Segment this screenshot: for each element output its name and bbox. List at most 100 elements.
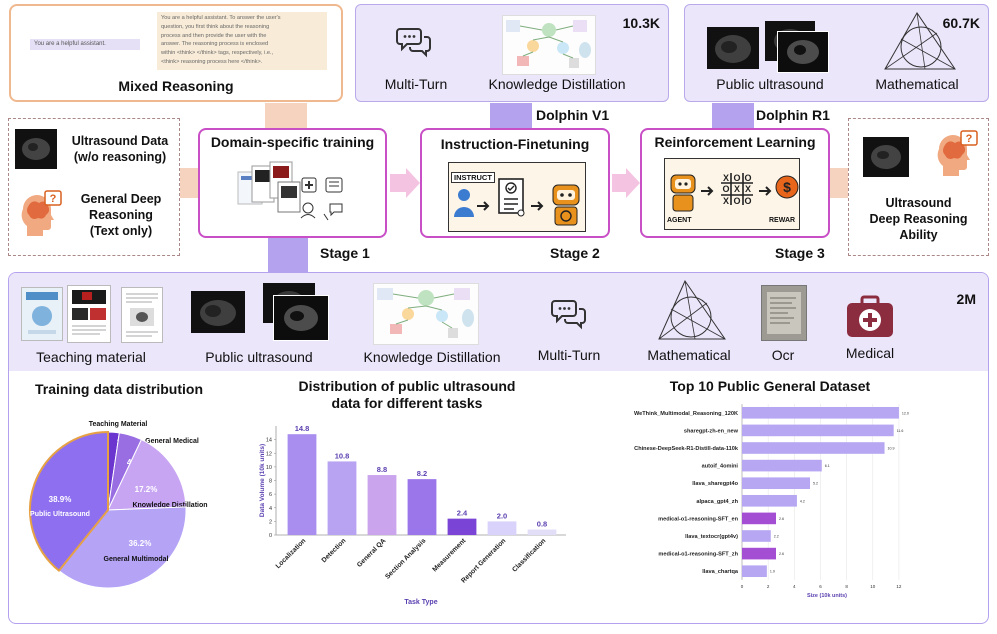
- ultrasound-image: [863, 137, 909, 177]
- robot-icon: [670, 174, 696, 212]
- geometry-figure-image: [658, 279, 726, 340]
- arrow-icon: [477, 201, 490, 211]
- hbar-value-label: 6.1: [825, 464, 830, 468]
- svg-text:X: X: [734, 184, 740, 194]
- v1-sources-box: 10.3K Multi-Turn Knowledge Distillation: [355, 4, 669, 102]
- model-label-v1: Dolphin V1: [536, 107, 610, 123]
- bar-category-label: Localization: [275, 537, 308, 570]
- y-tick-label: 8: [269, 479, 272, 485]
- x-tick-label: 10: [870, 584, 876, 589]
- peach-connector-top: [265, 103, 307, 130]
- svg-text:X: X: [723, 173, 729, 183]
- bar: [487, 521, 517, 535]
- hbar-value-label: 4.2: [800, 499, 805, 503]
- teaching-material-image: [67, 285, 111, 343]
- bar: [527, 529, 557, 535]
- bar-value-label: 2.0: [497, 511, 507, 520]
- pie-pct-label: 36.2%: [129, 539, 152, 548]
- pie-name-label: General Medical: [145, 438, 199, 445]
- v1-item-knowledge-distillation: Knowledge Distillation: [488, 76, 626, 92]
- inputs-box: Ultrasound Data (w/o reasoning) ? Genera…: [8, 118, 180, 256]
- prompt-line: You are a helpful assistant. To answer t…: [161, 15, 281, 21]
- brain-question-icon: ?: [937, 130, 978, 176]
- hbar-value-label: 11.6: [897, 429, 904, 433]
- pie-name-label: General Multimodal: [104, 556, 169, 563]
- pie-chart: 2.3%Teaching Material4.7%General Medical…: [29, 421, 208, 589]
- knowledge-distillation-image: [373, 283, 479, 345]
- prompt-line: question, you first think about the reas…: [161, 23, 270, 30]
- svg-text:O: O: [733, 196, 740, 206]
- bar: [287, 434, 317, 535]
- arrow-icon: [531, 201, 544, 211]
- bar-category-label: Measurement: [431, 537, 467, 573]
- agent-label: AGENT: [667, 217, 692, 224]
- purple-connector-v1: [490, 103, 532, 130]
- bar: [407, 479, 437, 535]
- r1-item-public-ultrasound: Public ultrasound: [716, 76, 824, 92]
- pool-item-multi-turn: Multi-Turn: [537, 347, 601, 363]
- svg-text:X: X: [723, 196, 729, 206]
- ultrasound-image: [707, 27, 759, 69]
- hbar-category-label: llava_chartqa: [702, 569, 739, 575]
- bar-value-label: 8.8: [377, 465, 387, 474]
- v1-sources-count: 10.3K: [622, 15, 660, 31]
- short-prompt-bubble: You are a helpful assistant.: [30, 39, 140, 50]
- pie-name-label: Knowledge Distillation: [132, 502, 207, 509]
- ultrasound-image: [273, 295, 329, 341]
- y-tick-label: 14: [266, 438, 272, 444]
- r1-sources-count: 60.7K: [942, 15, 980, 31]
- pool-item-medical: Medical: [845, 345, 895, 361]
- rl-panel: AGENT X O O O X X X O O $ REWAR: [664, 158, 800, 230]
- instruct-panel: INSTRUCT: [448, 162, 586, 232]
- input-general-line: Reasoning: [89, 208, 153, 222]
- knowledge-distillation-image: [502, 15, 596, 75]
- stage-1-box: Domain-specific training: [198, 128, 387, 238]
- input-general-label: General Deep Reasoning (Text only): [65, 191, 177, 239]
- stage-3-label: Stage 3: [775, 245, 825, 261]
- pie-pct-label: 17.2%: [135, 485, 158, 494]
- hbar-value-label: 5.2: [813, 482, 818, 486]
- x-tick-label: 0: [741, 584, 744, 589]
- hbar: [742, 459, 822, 472]
- bar: [447, 518, 477, 535]
- hbar-category-label: medical-o1-reasoning-SFT_en: [658, 516, 738, 522]
- pie-name-label: Teaching Material: [89, 421, 148, 428]
- robot-icon: [552, 184, 580, 226]
- pie-chart-title: Training data distribution: [35, 381, 203, 397]
- bar-value-label: 0.8: [537, 520, 547, 529]
- arrow-icon: [701, 186, 714, 196]
- hbar: [742, 547, 776, 560]
- r1-sources-box: 60.7K Public ultrasound Mathematical: [684, 4, 989, 102]
- hbar-value-label: 10.9: [888, 447, 895, 451]
- hbar: [742, 477, 810, 490]
- bar: [367, 475, 397, 535]
- bar-value-label: 10.8: [335, 451, 350, 460]
- hbar-category-label: autoif_4omini: [702, 464, 739, 470]
- hbar: [742, 530, 771, 542]
- medical-kit-icon: [847, 295, 893, 337]
- hbar: [742, 406, 899, 419]
- hbar: [742, 565, 767, 578]
- input-ultrasound-line: (w/o reasoning): [73, 150, 167, 164]
- hbar-category-label: medical-o1-reasoning-SFT_zh: [658, 552, 738, 558]
- teaching-material-image: [121, 287, 163, 343]
- bar-value-label: 8.2: [417, 469, 427, 478]
- flow-bar-left: [180, 168, 202, 198]
- r1-item-mathematical: Mathematical: [875, 76, 959, 92]
- prompt-line: answer. The reasoning process is enclose…: [161, 41, 269, 48]
- bar-chart-title-line: Distribution of public ultrasound: [298, 378, 516, 394]
- y-tick-label: 12: [266, 451, 272, 457]
- hbar-chart-title: Top 10 Public General Dataset: [669, 378, 871, 394]
- data-pool-strip: [9, 273, 988, 371]
- stage-arrow-2-3: [612, 168, 640, 198]
- bar-category-label: Section Analysis: [384, 537, 427, 580]
- pie-name-label: Public Ultrasound: [30, 511, 90, 518]
- prompt-line: process and then provide the user with t…: [161, 32, 267, 39]
- long-prompt-bubble: You are a helpful assistant. To answer t…: [157, 12, 327, 70]
- pie-slice-general-multimodal: [58, 506, 187, 589]
- bar-category-label: Report Generation: [460, 537, 507, 584]
- x-axis-label: Size (10k units): [807, 593, 847, 599]
- pool-item-mathematical: Mathematical: [647, 347, 731, 363]
- input-general-line: General Deep: [80, 192, 162, 206]
- prompt-line: within <think> </think> tags, respective…: [161, 50, 274, 57]
